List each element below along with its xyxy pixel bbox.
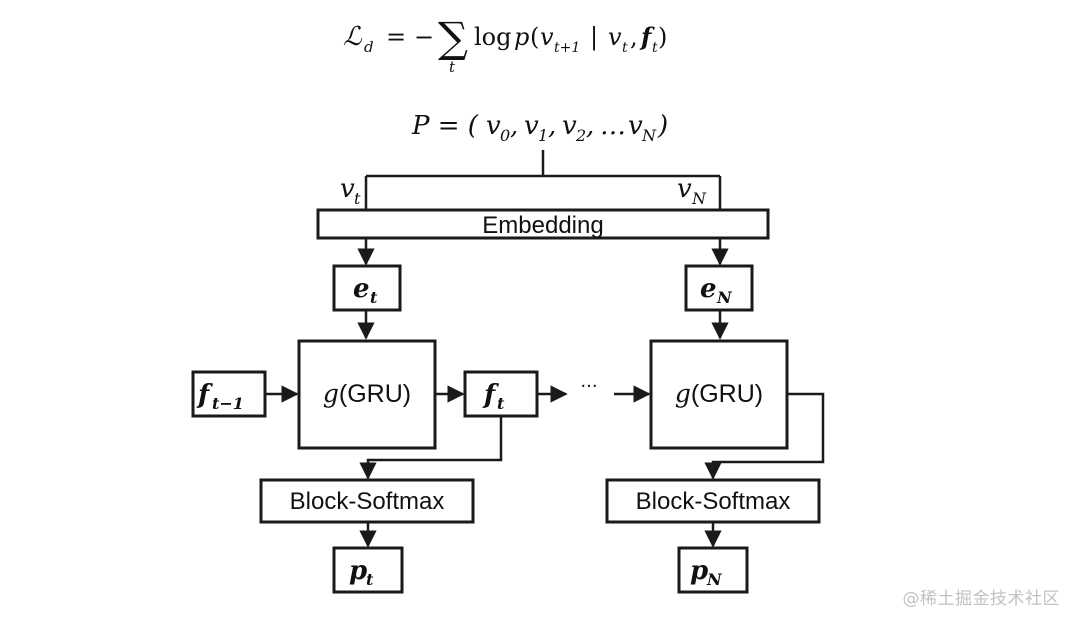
sequence-vN-sub: N	[641, 126, 657, 145]
embedding-layer	[316, 208, 770, 240]
hidden-cur-sym: f	[482, 380, 499, 410]
formula-lhs: ℒ	[343, 22, 363, 52]
formula-f-sub: t	[652, 40, 658, 56]
sequence-v2: v	[562, 111, 577, 141]
hidden-prev-box	[191, 370, 267, 418]
formula-p: p	[514, 23, 529, 51]
output-left-sub: t	[366, 570, 374, 589]
formula-equals: =	[386, 23, 406, 51]
formula-comma: ,	[630, 23, 638, 51]
formula-vnext: v	[540, 23, 554, 51]
arrow-ft-to-softmax	[359, 416, 503, 480]
sequence-v1-sub: 1	[538, 126, 548, 145]
hidden-prev-sub: t−1	[212, 394, 244, 413]
gru-right-label: g(GRU)	[675, 379, 763, 408]
formula-lhs-sub: d	[364, 38, 374, 56]
site-watermark: @稀土掘金技术社区	[902, 589, 1060, 609]
embed-left-sub: t	[370, 288, 378, 307]
input-split-wires	[364, 150, 722, 210]
input-vt: v	[340, 174, 355, 204]
loss-formula: ℒ d = − ∑ t log p ( v t+1 | v t , f t )	[343, 13, 667, 76]
formula-open: (	[530, 23, 539, 51]
softmax-right-label: Block-Softmax	[636, 488, 791, 515]
input-vN: v	[677, 174, 692, 204]
hidden-prev-sym: f	[196, 380, 213, 410]
sequence-ellipsis: …	[600, 111, 626, 141]
sequence-label: P = ( v 0 , v 1 , v 2 , … v N )	[411, 111, 668, 145]
output-right-sub: N	[706, 570, 723, 589]
softmax-box-right	[605, 478, 821, 524]
input-vN-sub: N	[691, 189, 707, 208]
formula-vnext-sub: t+1	[554, 40, 580, 56]
sequence-prefix: P = (	[411, 111, 479, 141]
embedding-label: Embedding	[482, 212, 603, 239]
input-vt-sub: t	[354, 189, 361, 208]
sequence-v1: v	[524, 111, 539, 141]
formula-log: log	[474, 23, 512, 51]
sequence-v2-sub: 2	[575, 126, 586, 145]
sequence-v0-sub: 0	[500, 126, 510, 145]
formula-sum-sub: t	[449, 58, 456, 76]
sequence-v0: v	[486, 111, 501, 141]
output-left-sym: p	[349, 556, 367, 586]
arrow-gru-to-softmax	[704, 392, 825, 480]
sequence-vN: v	[628, 111, 643, 141]
gru-right-rest: (GRU)	[691, 380, 763, 408]
recurrence-dots: ···	[580, 376, 597, 397]
sequence-suffix: )	[657, 111, 668, 141]
output-box-right	[677, 546, 749, 594]
softmax-box-left	[259, 478, 475, 524]
embed-right-sub: N	[716, 288, 733, 307]
gru-left-label: g(GRU)	[323, 379, 411, 408]
gru-right-g: g	[675, 379, 691, 408]
formula-vcur: v	[608, 23, 622, 51]
embed-left-sym: e	[353, 274, 370, 304]
sequence-sep-3: ,	[586, 111, 594, 141]
formula-f: f	[639, 22, 655, 51]
gru-left-g: g	[323, 379, 339, 408]
formula-minus: −	[414, 23, 434, 51]
sequence-sep-1: ,	[510, 111, 518, 141]
gru-left-rest: (GRU)	[339, 380, 411, 408]
gru-cell-right	[649, 339, 789, 450]
softmax-left-label: Block-Softmax	[290, 488, 445, 515]
formula-bar: |	[590, 23, 598, 52]
hidden-cur-sub: t	[497, 394, 505, 413]
formula-close: )	[658, 23, 667, 51]
formula-vcur-sub: t	[622, 40, 628, 56]
output-box-left	[332, 546, 404, 594]
output-right-sym: p	[690, 556, 708, 586]
formula-sum: ∑	[438, 13, 468, 62]
embed-right-sym: e	[700, 274, 717, 304]
sequence-sep-2: ,	[548, 111, 556, 141]
